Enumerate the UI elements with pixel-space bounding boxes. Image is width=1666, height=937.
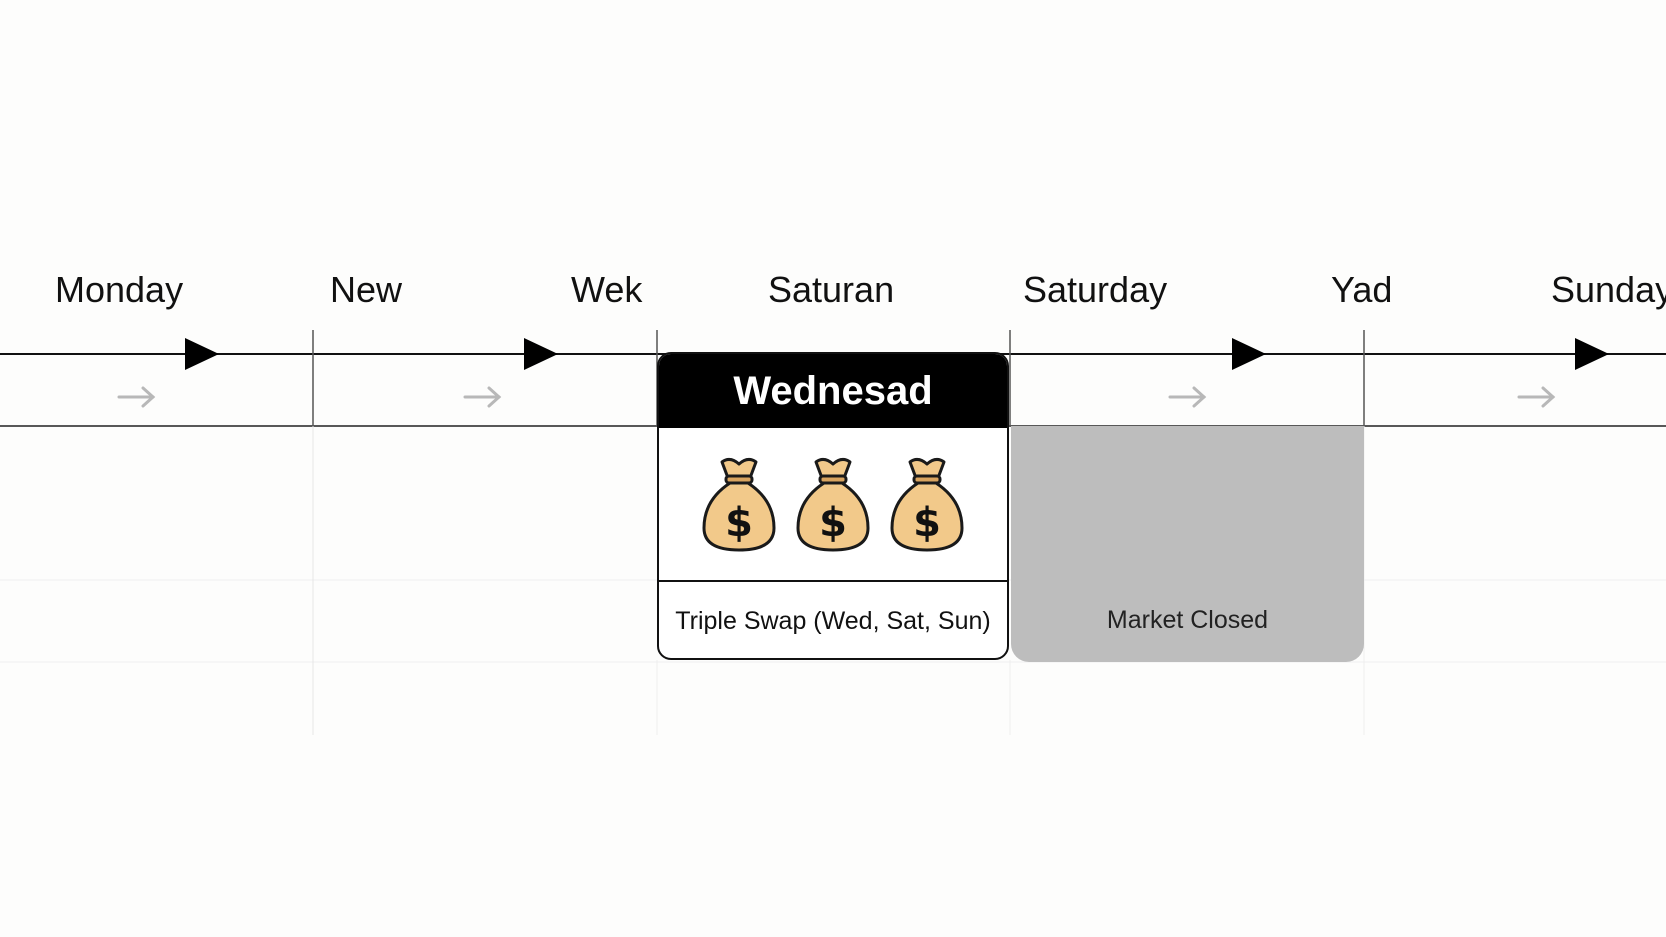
- small-arrow-icon: [1168, 386, 1207, 408]
- small-arrow-icon: [1517, 386, 1556, 408]
- card-caption: Triple Swap (Wed, Sat, Sun): [675, 606, 991, 635]
- arrowhead-icon: [185, 338, 219, 370]
- day-label-wek: Wek: [571, 269, 643, 310]
- arrowhead-icon: [1232, 338, 1266, 370]
- card-title: Wednesad: [659, 354, 1007, 428]
- day-label-new: New: [330, 269, 403, 310]
- day-label-monday: Monday: [55, 269, 184, 310]
- money-bag-icon: $: [796, 457, 870, 552]
- svg-text:$: $: [725, 500, 753, 546]
- market-closed-block: Market Closed: [1011, 426, 1364, 662]
- money-bag-icon: $: [890, 457, 964, 552]
- small-arrow-icon: [463, 386, 502, 408]
- money-bag-row: $ $ $: [659, 428, 1007, 582]
- svg-text:$: $: [819, 500, 847, 546]
- triple-swap-card: Wednesad $ $ $ Triple Swap (Wed, Sat, S: [657, 352, 1009, 660]
- svg-text:$: $: [913, 500, 941, 546]
- money-bag-icon: $: [702, 457, 776, 552]
- day-label-sunday: Sunday: [1551, 269, 1666, 310]
- arrowhead-icon: [1575, 338, 1609, 370]
- day-label-saturday: Saturday: [1023, 269, 1168, 310]
- day-label-yad: Yad: [1331, 269, 1393, 310]
- arrowhead-icon: [524, 338, 558, 370]
- day-label-saturan: Saturan: [768, 269, 895, 310]
- small-arrow-icon: [117, 386, 156, 408]
- market-closed-label: Market Closed: [1106, 606, 1269, 634]
